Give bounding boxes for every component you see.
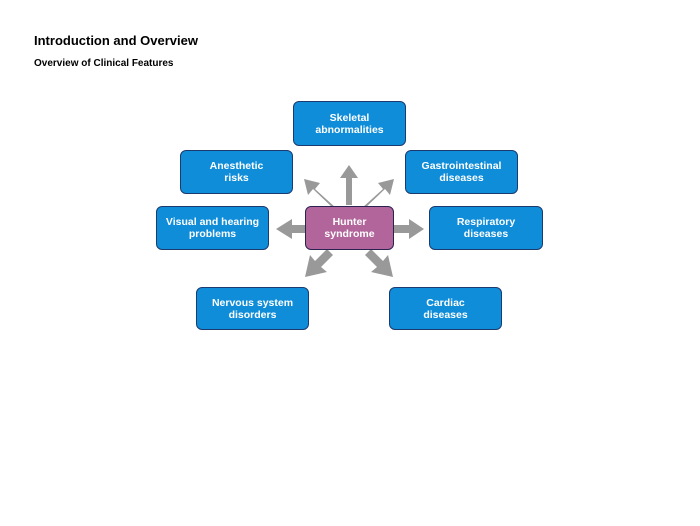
arrow-up-right — [362, 179, 394, 209]
node-label: Gastrointestinal diseases — [421, 160, 502, 184]
arrow-right — [394, 219, 424, 239]
node-visual-hearing-problems[interactable]: Visual and hearing problems — [156, 206, 269, 250]
arrow-down-left — [305, 249, 333, 277]
node-label: Visual and hearing problems — [165, 216, 260, 240]
arrow-down-right — [365, 249, 393, 277]
node-nervous-system-disorders[interactable]: Nervous system disorders — [196, 287, 309, 330]
center-label: Hunter syndrome — [324, 216, 375, 240]
page-subtitle: Overview of Clinical Features — [34, 58, 174, 69]
node-label: Anesthetic risks — [209, 160, 264, 184]
node-hunter-syndrome[interactable]: Hunter syndrome — [305, 206, 394, 250]
node-cardiac-diseases[interactable]: Cardiac diseases — [389, 287, 502, 330]
arrow-up — [340, 165, 358, 205]
node-skeletal-abnormalities[interactable]: Skeletal abnormalities — [293, 101, 406, 146]
node-label: Nervous system disorders — [211, 296, 294, 321]
node-label: Respiratory diseases — [456, 216, 516, 240]
arrow-left — [276, 219, 307, 239]
node-gastrointestinal-diseases[interactable]: Gastrointestinal diseases — [405, 150, 518, 194]
node-label: Cardiac diseases — [423, 296, 468, 321]
page-title: Introduction and Overview — [34, 33, 198, 48]
node-respiratory-diseases[interactable]: Respiratory diseases — [429, 206, 543, 250]
node-anesthetic-risks[interactable]: Anesthetic risks — [180, 150, 293, 194]
arrow-up-left — [304, 179, 336, 209]
node-label: Skeletal abnormalities — [315, 111, 384, 136]
